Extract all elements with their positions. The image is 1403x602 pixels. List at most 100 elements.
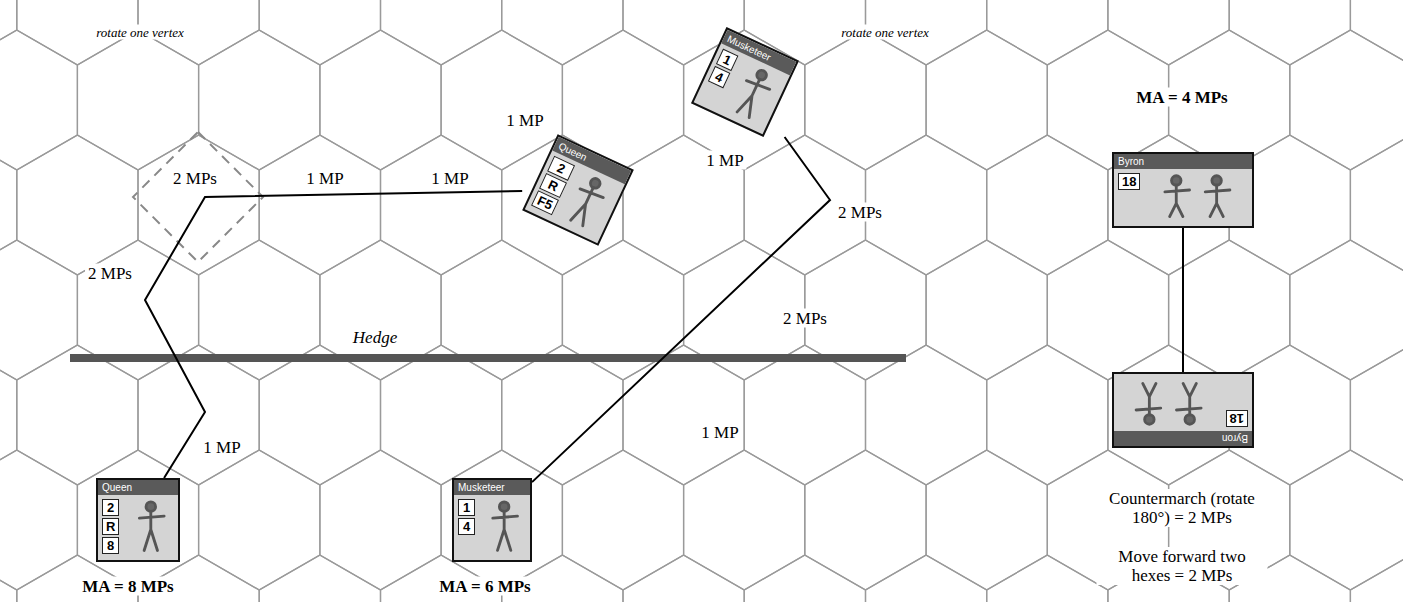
hex-cell — [805, 450, 926, 590]
annotation-label: rotate one vertex — [838, 25, 932, 40]
hex-cell — [1229, 0, 1350, 65]
hex-cell — [0, 450, 77, 590]
hex-cell — [1047, 240, 1168, 380]
hex-cell — [744, 555, 865, 602]
unit-name: Queen — [98, 480, 178, 495]
figure — [493, 502, 518, 550]
annotation-label: 2 MPs — [780, 309, 830, 328]
figure-head — [1145, 415, 1154, 424]
unit-counter: Queen2RF5 — [522, 134, 634, 246]
annotation-label: 2 MPs — [170, 169, 220, 188]
hex-cell — [17, 345, 138, 485]
hex-cell — [0, 555, 17, 602]
hex-cell — [805, 30, 926, 170]
figure-body — [733, 75, 772, 121]
hex-cell — [138, 135, 259, 275]
value-column: 18 — [1118, 173, 1140, 192]
hex-cell — [987, 555, 1108, 602]
hex-cell — [381, 0, 502, 65]
hedge-line — [70, 354, 906, 362]
unit-value: 1 — [458, 499, 475, 516]
hex-cell — [259, 345, 380, 485]
annotation-label: MA = 4 MPs — [1133, 88, 1230, 107]
hex-cell — [0, 135, 17, 275]
hex-cell — [1350, 0, 1403, 65]
unit-value: 2 — [102, 499, 119, 516]
hex-cell — [502, 0, 623, 65]
unit-counter: Musketeer14 — [691, 27, 799, 137]
hex-cell — [381, 135, 502, 275]
movement-path — [145, 191, 522, 478]
annotation-label: MA = 6 MPs — [436, 577, 533, 596]
hex-cell — [0, 30, 77, 170]
hex-cell — [623, 555, 744, 602]
unit-counter: Byron18 — [1112, 372, 1254, 448]
hex-cell — [926, 240, 1047, 380]
annotation-label: 1 MP — [503, 111, 546, 130]
hex-cell — [926, 450, 1047, 590]
hex-cell — [199, 450, 320, 590]
hex-cell — [1350, 345, 1403, 485]
annotation-label: 1 MP — [303, 169, 346, 188]
annotation-label: 2 MPs — [835, 203, 885, 222]
hex-cell — [259, 0, 380, 65]
hex-cell — [17, 135, 138, 275]
hex-cell — [562, 450, 683, 590]
unit-counter: Queen 2R 8 — [96, 478, 180, 562]
hex-cell — [441, 30, 562, 170]
figure-head — [1172, 176, 1181, 185]
hex-cell — [987, 345, 1108, 485]
unit-value: 4 — [458, 518, 475, 535]
unit-value: 18 — [1118, 173, 1140, 190]
figure-head — [146, 502, 156, 512]
hex-cell — [138, 345, 259, 485]
hex-cell — [199, 30, 320, 170]
hex-cell — [0, 240, 77, 380]
hex-cell — [866, 345, 987, 485]
figure-head — [589, 177, 602, 190]
hex-cell — [1108, 0, 1229, 65]
figure-body — [1165, 185, 1190, 216]
movement-path — [1182, 228, 1184, 372]
unit-name: Musketeer — [454, 480, 530, 495]
value-column: 14 — [458, 499, 475, 537]
annotation-label: MA = 8 MPs — [79, 577, 176, 596]
hex-cell — [1350, 555, 1403, 602]
unit-name: Byron — [1114, 154, 1252, 169]
unit-counter: Byron 18 — [1112, 152, 1254, 228]
figure-head — [1212, 176, 1221, 185]
figure-body — [566, 183, 605, 229]
figure — [566, 174, 609, 228]
hex-cell — [0, 345, 17, 485]
hex-cell — [684, 450, 805, 590]
unit-counter: Musketeer14 — [452, 478, 532, 562]
figure-head — [755, 69, 768, 82]
figure-body — [1205, 185, 1230, 216]
unit-value: R — [102, 518, 119, 535]
annotation-label: 1 MP — [200, 438, 243, 457]
hex-cell — [987, 0, 1108, 65]
hex-cell — [987, 135, 1108, 275]
annotation-label: 1 MP — [703, 151, 746, 170]
unit-value: 18 — [1226, 410, 1248, 427]
unit-value: 8 — [102, 537, 119, 554]
hex-cell — [866, 555, 987, 602]
hex-cell — [502, 345, 623, 485]
figure — [733, 66, 776, 120]
figure-head — [1185, 415, 1194, 424]
hex-cell — [320, 450, 441, 590]
hex-cell — [623, 345, 744, 485]
hex-cell — [0, 0, 17, 65]
hex-cell — [259, 555, 380, 602]
hex-cell — [381, 345, 502, 485]
figure — [139, 502, 164, 551]
value-column: 14 — [707, 49, 738, 91]
annotation-label: Hedge — [350, 328, 400, 347]
hex-cell — [1350, 135, 1403, 275]
annotation-label: Countermarch (rotate 180°) = 2 MPs — [1092, 489, 1273, 527]
figure-body — [1176, 383, 1201, 414]
figure-body — [493, 511, 518, 550]
figure-body — [139, 511, 164, 550]
